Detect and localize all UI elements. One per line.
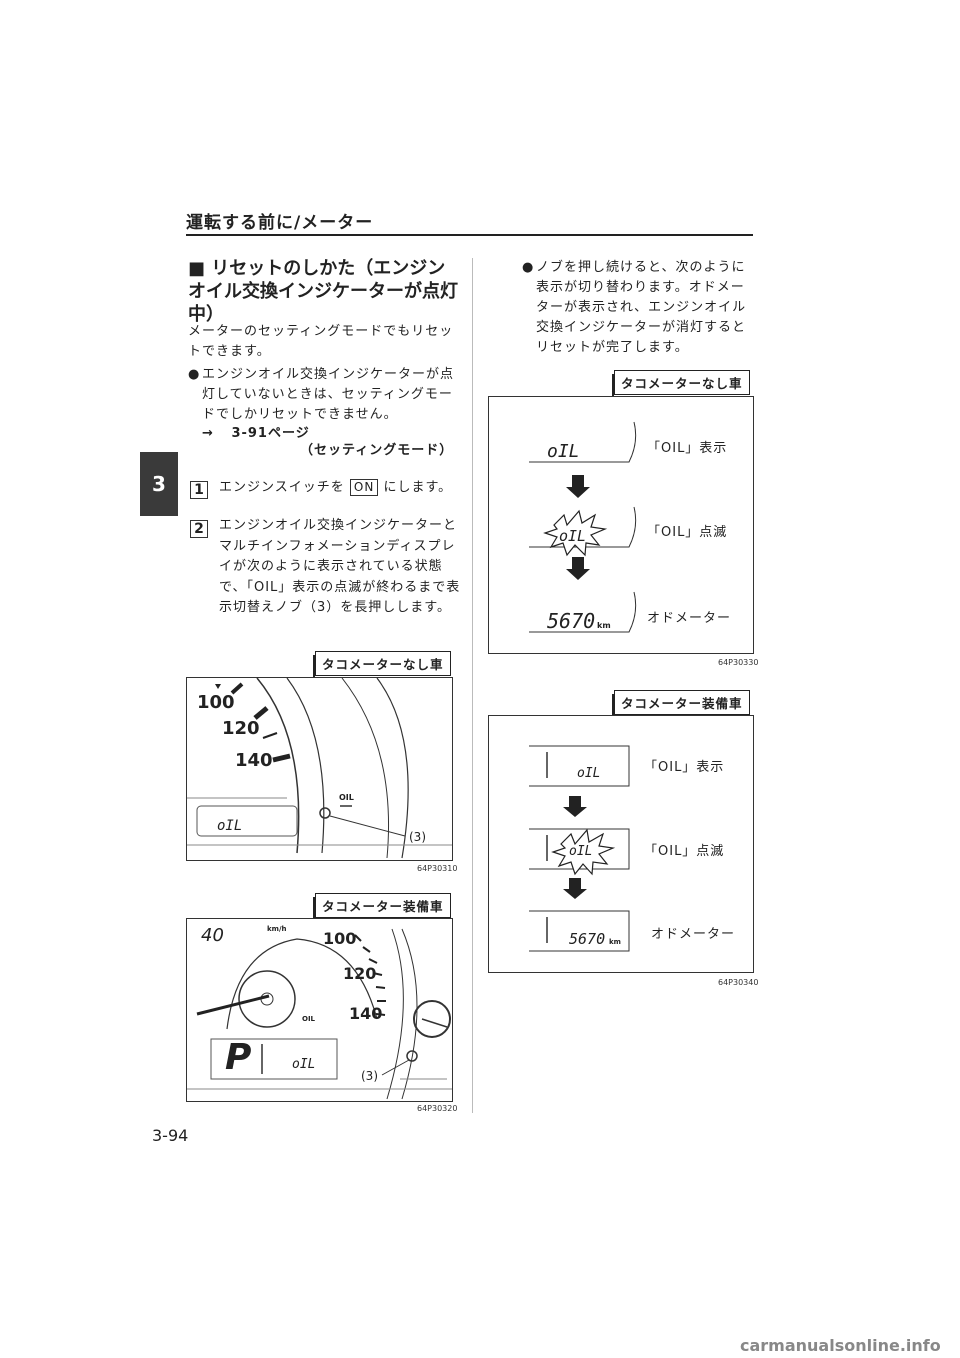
ref-mode-name: （セッティングモード） (300, 443, 454, 458)
row-label: 「OIL」表示 (644, 760, 725, 775)
figure-meter-no-tacho: 100 120 140 OIL oIL (3) (186, 677, 453, 861)
on-switch-label: ON (349, 479, 379, 496)
speed-unit: km/h (267, 925, 287, 933)
lcd-oil-on: oIL (577, 766, 601, 781)
right-bullet: ● ノブを押し続けると、次のように表示が切り替わります。オドメーターが表示され、… (522, 258, 754, 358)
chapter-tab: 3 (140, 452, 178, 516)
row-label: オドメーター (651, 927, 736, 942)
section-title: ■ リセットのしかた（エンジンオイル交換インジケーターが点灯中） (188, 258, 458, 325)
figure-sequence-tacho: oIL oIL 5670 km 「OIL」表示 「OIL」点滅 オドメーター (488, 715, 754, 973)
lcd-oil-on: oIL (547, 441, 580, 462)
fig3-code: 64P30330 (718, 658, 759, 667)
knob-callout: (3) (361, 1069, 378, 1083)
fig2-code: 64P30320 (417, 1104, 458, 1113)
gear-indicator: P (225, 1037, 252, 1078)
lcd-display: oIL (292, 1057, 316, 1072)
knob-callout: (3) (409, 830, 426, 844)
speed-label: 140 (235, 750, 273, 771)
right-bullet-text: ノブを押し続けると、次のように表示が切り替わります。オドメーターが表示され、エン… (536, 260, 747, 355)
odometer-unit: km (597, 621, 611, 630)
oil-indicator-label: OIL (302, 1015, 316, 1023)
fig2-tag: タコメーター装備車 (313, 893, 451, 922)
row-label: オドメーター (647, 611, 732, 626)
figure-meter-tacho: 40 km/h 100 120 140 OIL P oIL (3) (186, 918, 453, 1102)
intro-text: メーターのセッティングモードでもリセットできます。 (188, 324, 454, 359)
fig3-tag: タコメーターなし車 (612, 370, 750, 399)
speed-label: 120 (343, 964, 377, 983)
row-label: 「OIL」表示 (647, 441, 728, 456)
page-header: 運転する前に/メーター (186, 213, 374, 233)
speed-label: 100 (197, 692, 235, 713)
column-divider (472, 258, 473, 1113)
page-number: 3-94 (152, 1126, 189, 1145)
step-1-post: にします。 (383, 480, 453, 495)
lcd-oil-blink: oIL (569, 844, 593, 859)
odometer-unit: km (609, 938, 621, 946)
fig4-code: 64P30340 (718, 978, 759, 987)
fig1-tag: タコメーターなし車 (313, 651, 451, 680)
meter-tacho-drawing (187, 928, 452, 1100)
fig4-tag: タコメーター装備車 (612, 690, 750, 719)
note-bullet-text: エンジンオイル交換インジケーターが点灯していないときは、セッティングモードでしか… (202, 367, 455, 422)
site-watermark: carmanualsonline.info (740, 1336, 941, 1355)
speed-label: 140 (349, 1004, 383, 1023)
step-1-text: エンジンスイッチを ON にします。 (219, 478, 464, 498)
page-reference: → 3-91ページ (202, 424, 310, 444)
meter-no-tacho-drawing (187, 678, 452, 859)
ref-arrow: → (202, 426, 214, 441)
step-2-badge: 2 (190, 520, 208, 538)
lcd-display: oIL (217, 818, 243, 834)
fig1-code: 64P30310 (417, 864, 458, 873)
speed-label: 100 (323, 929, 357, 948)
speed-label: 40 (201, 925, 224, 946)
sequence-tacho-drawing (529, 745, 630, 952)
oil-indicator-label: OIL (339, 793, 354, 802)
header-rule (186, 234, 753, 236)
step-1-badge: 1 (190, 481, 208, 499)
figure-sequence-no-tacho: oIL oIL 5670 km 「OIL」表示 「OIL」点滅 オドメーター (488, 396, 754, 654)
row-label: 「OIL」点滅 (647, 525, 728, 540)
lcd-odometer: 5670 (569, 930, 606, 948)
sequence-no-tacho-drawing (529, 421, 637, 633)
bullet-dot-icon: ● (522, 260, 535, 275)
bullet-dot-icon: ● (188, 367, 201, 382)
row-label: 「OIL」点滅 (644, 844, 725, 859)
step-1-pre: エンジンスイッチを (219, 480, 345, 495)
lcd-oil-blink: oIL (559, 527, 587, 545)
note-bullet: ● エンジンオイル交換インジケーターが点灯していないときは、セッティングモードで… (188, 365, 460, 425)
speed-label: 120 (222, 718, 260, 739)
lcd-odometer: 5670 (547, 609, 596, 633)
ref-page-link[interactable]: 3-91ページ (231, 426, 310, 441)
step-2-text: エンジンオイル交換インジケーターとマルチインフォメーションディスプレイが次のよう… (219, 518, 461, 615)
